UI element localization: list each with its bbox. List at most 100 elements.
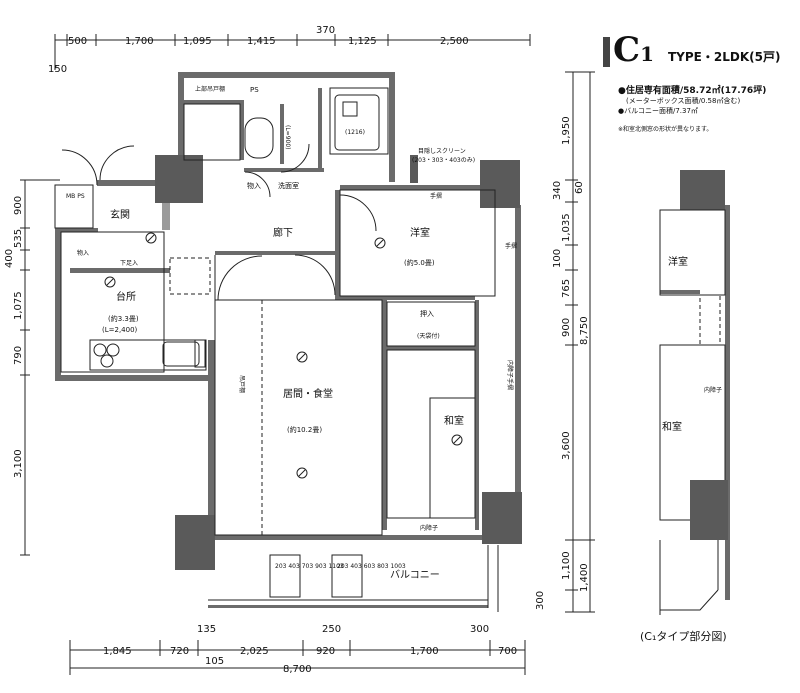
right-outer-dim-2: 1,400 [579,563,590,592]
label-kitchen-size: (約3.3畳) [108,314,139,323]
plan-code-letter: C [613,30,641,70]
bottom-dim-b: 250 [322,624,341,635]
left-dim-5: 790 [13,346,24,365]
walls [55,72,521,608]
fixtures [93,94,380,368]
label-tesuri1: 手摺 [430,192,442,200]
pillars [155,155,522,570]
left-dimensions: 900 535 400 1,075 790 3,100 [4,179,60,556]
partial-caption: (C₁タイプ部分図) [640,630,727,643]
label-screen: 目隠しスクリーン [418,147,466,155]
label-unit-1b: 203 403 603 803 1003 [337,563,406,570]
bottom-dim-8: 8,700 [283,664,312,675]
ceiling-lights [104,232,463,479]
bottom-dim-3: 2,025 [240,646,269,657]
top-dim-2: 1,700 [125,36,154,47]
header-bar [603,37,610,67]
left-dim-3: 400 [4,249,15,268]
label-youshitsu: 洋室 [410,226,430,239]
top-dimensions: 500 1,700 1,095 1,415 370 1,125 2,500 15… [48,25,531,75]
top-dim-1: 500 [68,36,87,47]
balcony-area: ●バルコニー面積/7.37㎡ [618,107,698,115]
right-dim-9: 1,100 [561,551,572,580]
bottom-dim-5: 1,700 [410,646,439,657]
label-uchishoji-v: 内障子手摺 [506,360,514,390]
right-dim-5: 100 [552,249,563,268]
plan-type-label: TYPE・2LDK(5戸) [668,50,781,64]
washitsu-note: ※和室北側窓の形状が異なります。 [618,126,713,133]
label-shoe: 上部吊戸棚 [195,85,225,93]
label-unit-1a: 203 403 703 903 1103 [275,563,344,570]
top-dim-7: 2,500 [440,36,469,47]
top-dim-3: 1,095 [183,36,212,47]
label-kitchen: 台所 [116,290,136,303]
label-senmenjo: 洗面室 [278,181,299,190]
label-mbps: MB PS [66,193,85,200]
label-balcony: バルコニー [390,569,440,581]
right-dim-1: 1,950 [561,116,572,145]
right-outer-dim-1: 8,750 [579,316,590,345]
area-text: ●住居専有面積/58.72㎡(17.76坪) [618,86,767,96]
room-outlines [54,87,496,536]
label-oshiire-note: (天袋付) [417,332,440,340]
bottom-dim-7: 105 [205,656,224,667]
right-dim-10: 300 [535,591,546,610]
right-dim-2: 340 [552,181,563,200]
area-note: (メーターボックス面積/0.58㎡含む) [626,97,741,105]
right-dimensions: 1,950 340 60 1,035 100 765 900 3,600 1,1… [535,71,595,613]
top-dim-4: 1,415 [247,36,276,47]
label-rouka: 廊下 [273,226,293,239]
label-kitchen-len: (L=2,400) [102,326,138,334]
right-dim-3: 60 [574,181,585,194]
left-dim-2: 535 [13,229,24,248]
bottom-dim-1: 1,845 [103,646,132,657]
left-dim-4: 1,075 [13,291,24,320]
room-labels: 洋室 (約5.0畳) 居間・食堂 (約10.2畳) 和室 台所 (約3.3畳) … [66,85,517,581]
label-toilet-size: (L=900) [284,125,291,150]
right-dim-7: 900 [561,318,572,337]
partial-youshitsu: 洋室 [668,255,688,268]
toilet-bowl [244,117,274,159]
label-tesuri2: 手摺 [505,242,517,250]
bathtub [334,94,380,151]
label-ldk: 居間・食堂 [283,387,333,400]
top-dim-5: 370 [316,25,335,36]
bottom-dim-c: 300 [470,624,489,635]
left-dim-6: 3,100 [13,449,24,478]
partial-uchishoji: 内障子 [704,386,722,394]
label-bath-size: (1216) [345,129,365,136]
label-washitsu: 和室 [444,414,464,427]
left-dim-1: 900 [13,196,24,215]
bottom-dim-6: 700 [498,646,517,657]
bottom-dimensions: 135 250 300 1,845 720 2,025 920 1,700 70… [69,624,526,675]
right-dim-6: 765 [561,279,572,298]
partial-plan: 洋室 和室 内障子 [659,170,730,615]
bottom-dim-a: 135 [197,624,216,635]
bottom-dim-4: 920 [316,646,335,657]
right-dim-4: 1,035 [561,213,572,242]
top-left-dim: 150 [48,64,67,75]
label-ldk-size: (約10.2畳) [287,425,322,434]
partial-washitsu: 和室 [662,420,682,433]
balcony [208,545,499,612]
doors [61,143,377,301]
stove-burner [93,343,107,357]
kitchen-sink [162,341,200,367]
plan-code: C1 [613,30,654,70]
label-uchishoji: 内障子 [420,524,438,532]
label-nyu2: 物入 [77,249,89,257]
top-dim-6: 1,125 [348,36,377,47]
right-dim-8: 3,600 [561,431,572,460]
label-ps: PS [250,86,259,94]
label-oshiire: 押入 [420,309,434,318]
label-nyu1: 物入 [247,181,261,190]
label-genkan: 玄関 [110,208,130,221]
label-youshitsu-size: (約5.0畳) [404,258,435,267]
label-tsuri: 吊戸棚 [238,375,246,393]
bottom-dim-2: 720 [170,646,189,657]
label-getabako: 下足入 [120,260,138,267]
label-screen-note: (203・303・403のみ) [412,157,475,164]
plan-code-sub: 1 [640,42,654,66]
